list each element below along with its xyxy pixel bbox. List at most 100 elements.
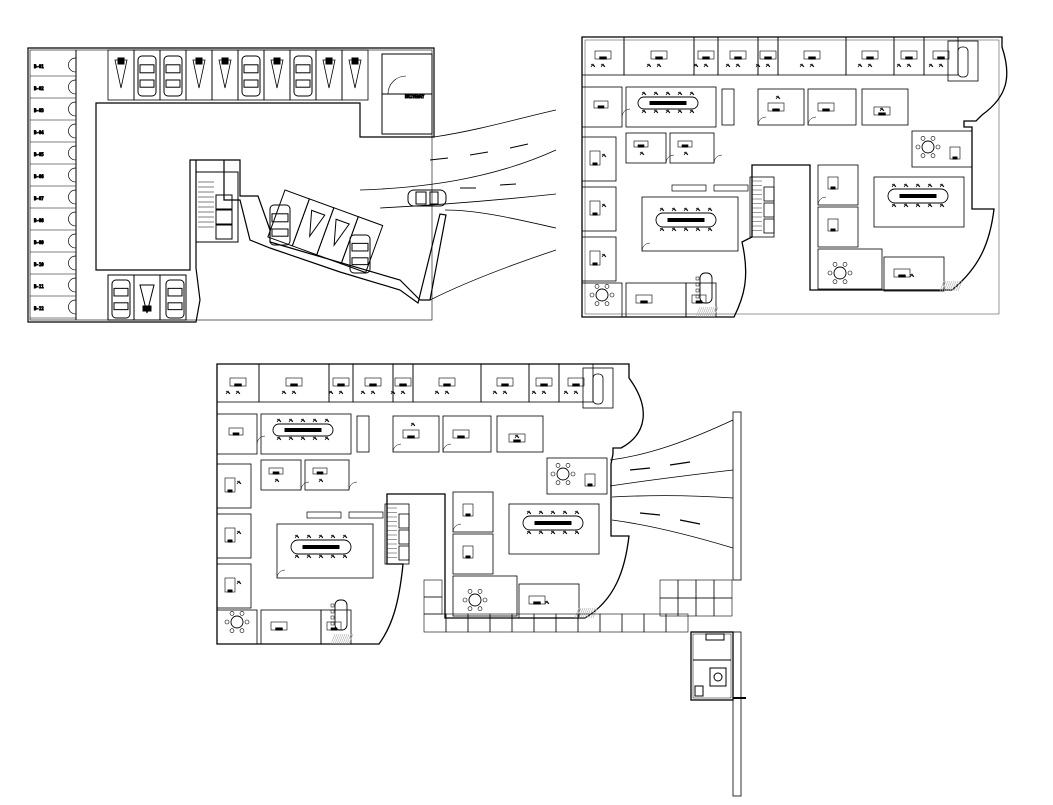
sofa [713,184,749,192]
chair-icon [235,390,241,395]
room [216,363,260,403]
room [861,88,909,126]
car-icon [241,55,261,97]
chair-icon [562,510,568,515]
room [276,523,374,579]
room [873,176,965,228]
room [216,513,252,559]
room [558,363,594,403]
chair-icon [342,554,348,559]
room [480,363,530,403]
room [625,282,687,318]
chair-icon [896,63,902,68]
chair-icon [514,434,520,439]
first-floor-plan [581,36,1008,318]
chair-icon [300,418,306,423]
door-swing [276,569,286,579]
chair-icon [324,436,330,441]
chair-icon [903,203,909,208]
room [452,575,518,617]
room [546,457,608,495]
service-room-label: DRIVEWAY [405,94,425,99]
chair-icon [274,478,280,483]
entry-ramp [359,109,557,301]
room [757,88,805,126]
room [763,186,775,202]
room [581,282,623,318]
room [763,218,775,234]
chair-icon [318,554,324,559]
chair-icon [526,510,532,515]
chair-icon [502,390,508,395]
parking-bay-label: B-05 [34,152,44,157]
chair-icon [236,480,242,485]
room [717,36,759,76]
left-parking-stalls: B-01B-02B-03B-04B-05B-06B-07B-08B-09B-10… [30,50,77,320]
door-swing [348,481,358,491]
chair-icon [683,207,689,212]
chair-icon [653,109,659,114]
chair-icon [538,530,544,535]
chair-icon [938,63,944,68]
parking-bay-label: B-04 [34,130,44,135]
sofa [348,511,384,519]
chair-icon [330,554,336,559]
chair-icon [294,534,300,539]
chair-icon [410,422,416,427]
room [923,36,959,76]
room [807,88,857,126]
service-room: DRIVEWAY [381,53,433,135]
room [581,136,617,182]
parking-bay-label: B-09 [34,240,44,245]
door-swing [757,116,767,126]
chair-icon [707,207,713,212]
car-icon [137,55,157,97]
chair-icon [928,63,934,68]
sofa [306,511,342,519]
chair-icon [492,390,498,395]
room [260,459,302,491]
chair-icon [639,151,645,156]
parking-bay-label: B-11 [34,284,44,289]
chair-icon [891,183,897,188]
chair-icon [857,63,863,68]
room [216,463,252,509]
core [582,367,614,409]
chair-icon [601,153,607,158]
chair-icon [909,273,915,278]
chair-icon [867,63,873,68]
chair-icon [573,390,579,395]
chair-icon [641,109,647,114]
chair-icon [601,203,607,208]
chair-icon [538,510,544,515]
chair-icon [236,580,242,585]
door-swing [665,154,675,164]
chair-icon [225,390,231,395]
chair-icon [342,534,348,539]
room [352,363,394,403]
room [518,583,580,619]
room [392,415,440,453]
chair-icon [641,91,647,96]
room [216,609,258,645]
chair-icon [574,510,580,515]
core [947,40,979,82]
car-icon [349,234,371,274]
chair-icon [707,227,713,232]
chair-icon [665,109,671,114]
conference-table [290,539,352,555]
room [581,36,625,76]
chair-icon [671,207,677,212]
chair-icon [444,390,450,395]
parking-bay-label: B-12 [34,306,44,311]
car-icon [165,279,185,319]
chair-icon [646,63,652,68]
chair-icon [590,63,596,68]
chair-icon [671,227,677,232]
room [581,86,623,128]
chair-icon [677,109,683,114]
chair-icon [799,63,805,68]
parking-bay-label: B-01 [34,64,44,69]
room [893,36,925,76]
